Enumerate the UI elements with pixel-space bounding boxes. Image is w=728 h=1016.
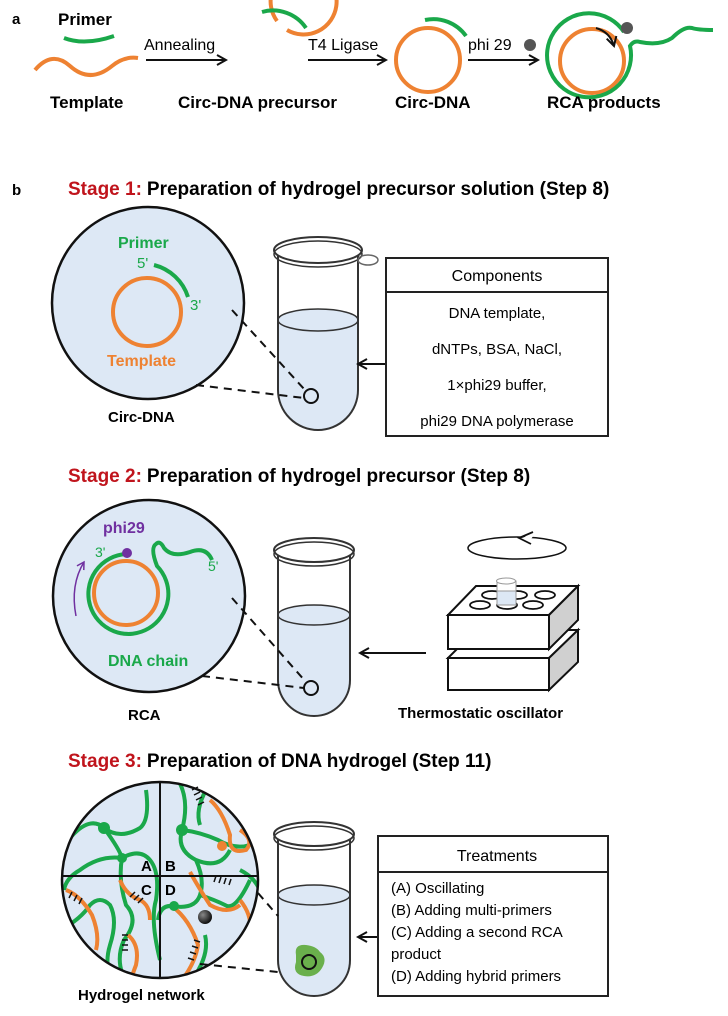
stage2-five-prime: 5' bbox=[208, 558, 218, 574]
stage3-dashed-line-bottom bbox=[199, 963, 279, 973]
stage2-direction-arrow bbox=[73, 560, 85, 617]
stage2-title: Preparation of hydrogel precursor (Step … bbox=[147, 466, 530, 487]
phi29-enzyme-icon bbox=[524, 39, 536, 51]
stage1-dashed-line-bottom bbox=[195, 384, 305, 399]
stage2-template-ring bbox=[92, 559, 160, 627]
stage1-primer-arc bbox=[153, 263, 190, 298]
treatment-item: (D) Adding hybrid primers bbox=[391, 968, 561, 985]
stage2-tube bbox=[273, 537, 355, 717]
oscillator-caption: Thermostatic oscillator bbox=[398, 705, 563, 722]
circ-dna-label: Circ-DNA bbox=[395, 93, 471, 112]
stage3-dashed-line-top bbox=[257, 892, 279, 917]
stage1-tube-spot bbox=[303, 388, 319, 404]
component-item: dNTPs, BSA, NaCl, bbox=[432, 341, 562, 358]
stage1-primer-label: Primer bbox=[118, 235, 169, 252]
primer-label: Primer bbox=[58, 10, 112, 29]
stage3-title: Preparation of DNA hydrogel (Step 11) bbox=[147, 751, 492, 772]
stage2-prefix: Stage 2: bbox=[68, 466, 142, 487]
stage2-phi29-icon bbox=[122, 548, 132, 558]
circ-precursor-label: Circ-DNA precursor bbox=[178, 93, 337, 112]
stage3-caption: Hydrogel network bbox=[78, 987, 205, 1004]
circ-precursor-ring bbox=[268, 0, 339, 37]
treatment-item: (B) Adding multi-primers bbox=[391, 902, 552, 919]
rca-phi29-icon bbox=[621, 22, 633, 34]
stage1-caption: Circ-DNA bbox=[108, 409, 175, 426]
stage2-caption: RCA bbox=[128, 707, 161, 724]
rca-template-ring bbox=[558, 27, 626, 95]
component-item: DNA template, bbox=[449, 305, 546, 322]
panel-b-label: b bbox=[12, 182, 21, 199]
thermostatic-oscillator-icon bbox=[445, 531, 581, 693]
crosslink-nodes bbox=[98, 822, 227, 911]
stage1-template-ring bbox=[111, 276, 183, 348]
stage2-enzyme-label: phi29 bbox=[103, 520, 145, 537]
phi29-label: phi 29 bbox=[468, 37, 512, 54]
quadrant-label-c: C bbox=[141, 882, 152, 899]
rca-product-strand bbox=[545, 11, 714, 100]
stage1-dashed-line-top bbox=[231, 309, 306, 391]
stage1-prefix: Stage 1: bbox=[68, 179, 142, 200]
stage1-title: Preparation of hydrogel precursor soluti… bbox=[147, 179, 609, 200]
circ-precursor-primer bbox=[261, 8, 308, 30]
treatments-box bbox=[377, 835, 609, 997]
rca-products-label: RCA products bbox=[547, 93, 661, 112]
treatment-item: (C) Adding a second RCA bbox=[391, 924, 563, 941]
panel-a-label: a bbox=[12, 11, 21, 28]
stage1-tube bbox=[273, 236, 379, 431]
treatments-header: Treatments bbox=[457, 848, 537, 865]
stage2-dashed-line-top bbox=[231, 597, 307, 683]
circ-dna-primer bbox=[424, 17, 468, 38]
stage3-tube bbox=[273, 821, 355, 997]
template-strand bbox=[33, 55, 139, 77]
stage3-prefix: Stage 3: bbox=[68, 751, 142, 772]
stage2-heading: Stage 2:Preparation of hydrogel precurso… bbox=[68, 466, 530, 487]
stage1-five-prime: 5' bbox=[137, 255, 148, 272]
quadrant-label-b: B bbox=[165, 858, 176, 875]
components-header: Components bbox=[452, 268, 543, 285]
stage1-three-prime: 3' bbox=[190, 297, 201, 314]
circ-dna-ring bbox=[394, 26, 462, 94]
quadrant-label-d: D bbox=[165, 882, 176, 899]
rotation-arrow bbox=[595, 27, 614, 46]
stage1-template-label: Template bbox=[107, 353, 176, 370]
stage2-zoom-circle bbox=[51, 498, 247, 694]
quadrant-label-a: A bbox=[141, 858, 152, 875]
primer-strand bbox=[63, 34, 115, 44]
stage2-dna-chain bbox=[86, 540, 214, 636]
stage1-heading: Stage 1:Preparation of hydrogel precurso… bbox=[68, 179, 609, 200]
component-item: 1×phi29 buffer, bbox=[447, 377, 546, 394]
stage3-tube-spot bbox=[301, 954, 317, 970]
t4-ligase-label: T4 Ligase bbox=[308, 37, 378, 54]
components-box bbox=[385, 257, 609, 437]
stage2-dashed-line-bottom bbox=[201, 675, 305, 689]
template-label: Template bbox=[50, 93, 123, 112]
treatment-item: (A) Oscillating bbox=[391, 880, 484, 897]
annealing-label: Annealing bbox=[144, 37, 215, 54]
stage3-heading: Stage 3:Preparation of DNA hydrogel (Ste… bbox=[68, 751, 491, 772]
hydrogel-blob bbox=[295, 944, 325, 977]
stage2-chain-label: DNA chain bbox=[108, 653, 188, 670]
stage2-three-prime: 3' bbox=[95, 544, 105, 560]
treatment-item: product bbox=[391, 946, 442, 963]
hydrogel-phi29-ball-icon bbox=[198, 910, 212, 924]
component-item: phi29 DNA polymerase bbox=[420, 413, 573, 430]
stage1-zoom-circle bbox=[50, 205, 246, 401]
